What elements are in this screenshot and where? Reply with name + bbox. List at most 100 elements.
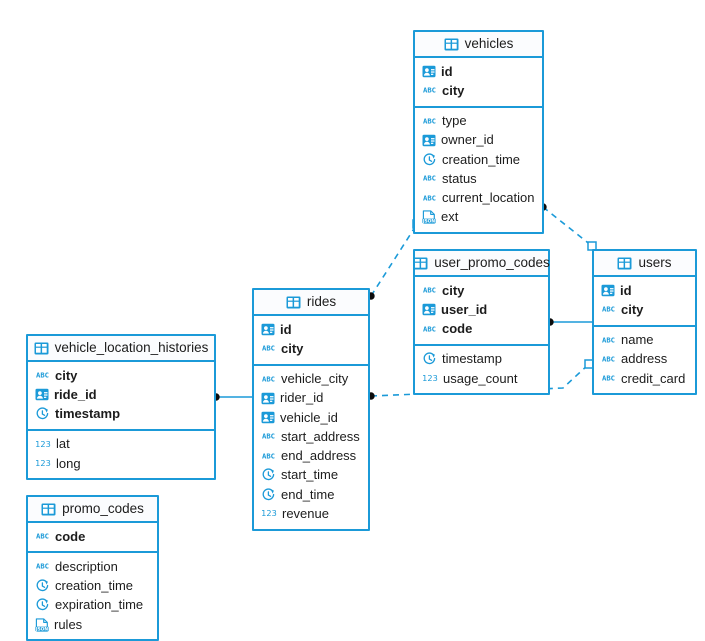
field-name: type [442,113,467,128]
field-name: long [56,455,81,471]
field-name: vehicle_id [280,409,338,425]
field-name: end_time [281,486,335,502]
table-grid-icon [444,38,459,51]
field-row[interactable]: timestamp [415,350,548,369]
field-name: start_address [281,428,360,444]
table-header-promo_codes[interactable]: promo_codes [28,497,157,523]
field-name: creation_time [55,578,134,593]
field-row[interactable]: start_time [254,466,368,485]
field-row[interactable]: owner_id [415,131,542,150]
key-id-icon [261,392,275,405]
relationship-user_promo_codes-to-users [546,318,592,326]
table-header-user_promo_codes[interactable]: user_promo_codes [413,251,550,277]
abc-text-icon: ABC [261,342,276,355]
field-name: owner_id [441,132,494,148]
number-123-icon: 123 [422,372,438,385]
svg-text:ABC: ABC [423,286,436,295]
svg-text:123: 123 [35,458,51,468]
field-row[interactable]: id [254,320,368,339]
abc-text-icon: ABC [422,323,437,336]
field-name: usage_count [443,370,518,386]
key-id-icon [422,303,436,316]
table-header-vehicle_location_histories[interactable]: vehicle_location_histories [28,336,214,362]
table-title: rides [306,294,337,310]
field-name: creation_time [442,151,521,167]
field-name: id [280,321,292,337]
field-row[interactable]: end_time [254,485,368,504]
field-row[interactable]: user_id [415,300,548,319]
svg-text:ABC: ABC [423,193,436,202]
field-name: description [55,558,118,574]
relationship-line [542,206,593,247]
field-name: city [442,282,465,298]
key-id-icon [35,388,49,401]
table-title: vehicles [464,36,514,52]
field-row[interactable]: vehicle_id [254,408,368,427]
key-id-icon [261,411,275,424]
svg-text:ABC: ABC [423,86,436,95]
svg-text:ABC: ABC [36,532,49,541]
field-row[interactable]: ABC city [415,81,542,100]
field-row[interactable]: ride_id [28,385,214,404]
abc-text-icon: ABC [422,192,437,205]
field-row[interactable]: 123 long [28,454,214,473]
field-name: revenue [282,505,329,521]
field-row[interactable]: creation_time [415,150,542,169]
table-header-rides[interactable]: rides [254,290,368,316]
clock-icon [35,407,50,421]
field-row[interactable]: rider_id [254,389,368,408]
svg-text:JSON: JSON [422,219,435,225]
field-row[interactable]: 123 usage_count [415,369,548,388]
table-header-vehicles[interactable]: vehicles [415,32,542,58]
field-row[interactable]: id [415,62,542,81]
field-name: start_time [281,467,339,483]
field-row[interactable]: timestamp [28,405,214,424]
number-123-icon: 123 [35,457,51,470]
clock-icon [422,352,437,366]
svg-text:123: 123 [422,373,438,383]
field-name: lat [56,436,70,452]
field-name: city [442,82,465,98]
relationship-vehicles-to-users [539,203,597,251]
table-header-users[interactable]: users [594,251,695,277]
json-icon: JSON [35,617,49,632]
field-row[interactable]: expiration_time [28,596,157,615]
field-row[interactable]: id [594,281,695,300]
table-grid-icon [413,257,428,270]
clock-icon [261,468,276,482]
field-name: status [442,170,477,186]
field-row[interactable]: creation_time [28,577,157,596]
svg-text:ABC: ABC [262,451,275,460]
field-row[interactable]: ABC city [415,281,548,300]
svg-text:ABC: ABC [602,374,615,383]
